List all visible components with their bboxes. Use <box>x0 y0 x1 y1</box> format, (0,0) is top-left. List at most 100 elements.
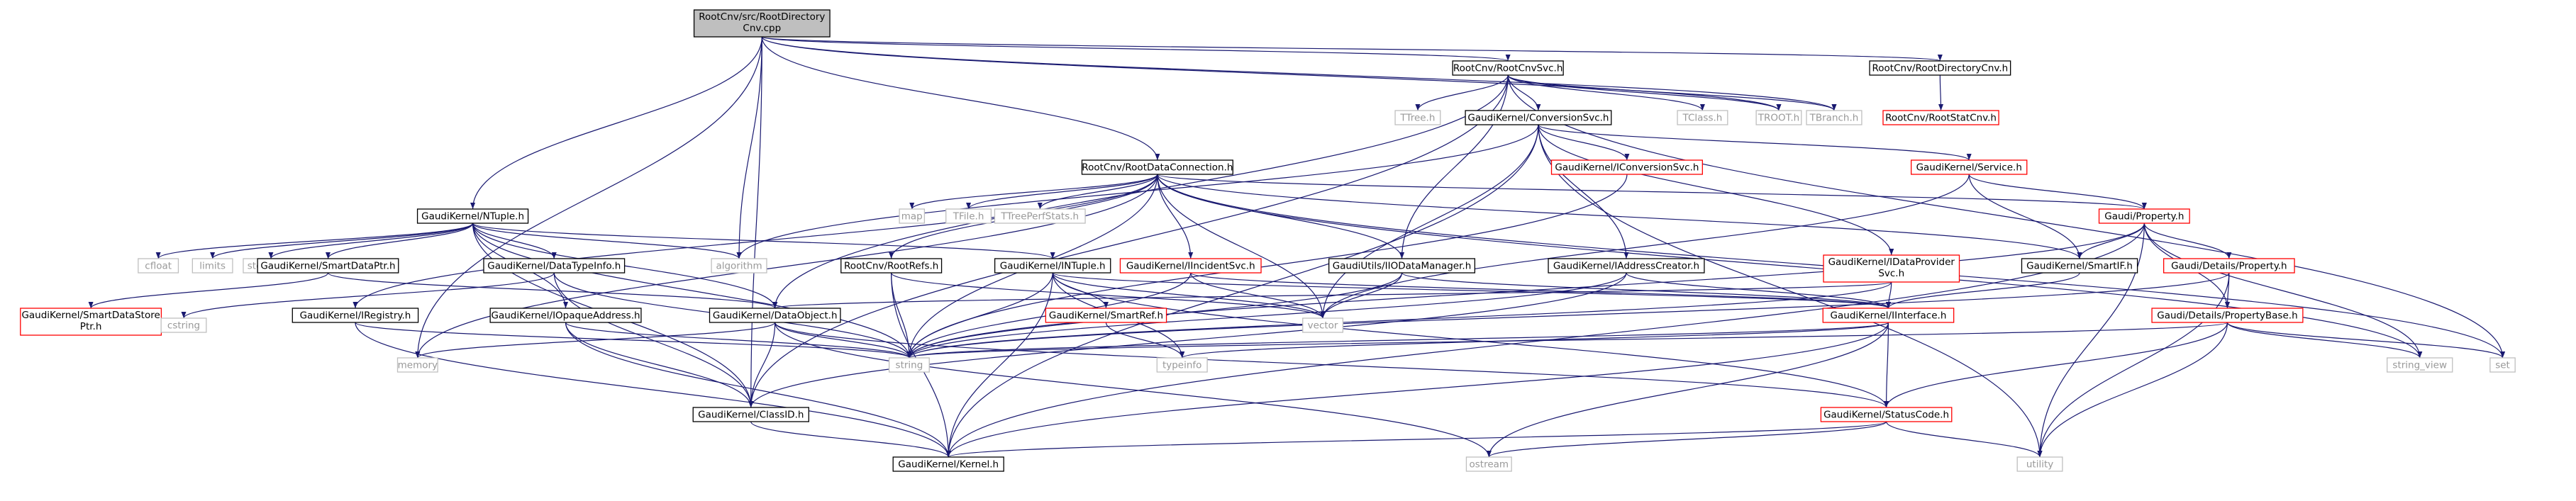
node-ttree[interactable]: TTree.h <box>1394 110 1441 125</box>
node-classID[interactable]: GaudiKernel/ClassID.h <box>692 407 809 422</box>
node-dataTypeInfo[interactable]: GaudiKernel/DataTypeInfo.h <box>483 258 626 274</box>
node-algorithm[interactable]: algorithm <box>711 258 767 274</box>
node-service[interactable]: GaudiKernel/Service.h <box>1911 159 2028 175</box>
node-iAddrCreator[interactable]: GaudiKernel/IAddressCreator.h <box>1548 258 1705 274</box>
node-smartIF[interactable]: GaudiKernel/SmartIF.h <box>2021 258 2138 274</box>
node-smartDataPtr[interactable]: GaudiKernel/SmartDataPtr.h <box>257 258 399 274</box>
node-label-iInterface-0: GaudiKernel/IInterface.h <box>1831 310 1947 322</box>
node-rootCnvSvc[interactable]: RootCnv/RootCnvSvc.h <box>1452 60 1564 76</box>
node-kernel[interactable]: GaudiKernel/Kernel.h <box>892 456 1004 472</box>
node-ttreePerf[interactable]: TTreePerfStats.h <box>994 208 1086 224</box>
node-label-troot-0: TROOT.h <box>1758 113 1799 124</box>
edge-rootCnvSvc-to-ttree <box>1417 74 1509 111</box>
edge-iInterface-to-string <box>909 322 1889 359</box>
node-set[interactable]: set <box>2489 357 2516 373</box>
node-propertyBase[interactable]: Gaudi/Details/PropertyBase.h <box>2151 308 2304 323</box>
node-stringView[interactable]: string_view <box>2387 357 2453 373</box>
node-tfile[interactable]: TFile.h <box>945 208 992 224</box>
node-rootDirCnv[interactable]: RootCnv/RootDirectoryCnv.h <box>1869 60 2011 76</box>
arrowhead-rootDataConn-to-iRegistry <box>352 302 358 308</box>
node-iRegistry[interactable]: GaudiKernel/IRegistry.h <box>292 308 419 323</box>
edge-rootCnvSvc-to-classID <box>750 74 1509 408</box>
arrowhead-rootCnvSvc-to-troot <box>1776 104 1782 111</box>
node-label-smartDataStore-0: GaudiKernel/SmartDataStore <box>21 310 160 321</box>
node-ostream[interactable]: ostream <box>1465 456 1512 472</box>
edge-conversionSvc-to-service <box>1538 124 1970 161</box>
edge-service-to-smartIF <box>1968 174 2080 259</box>
arrowhead-ntuple-to-smartDataPtr <box>325 252 331 259</box>
node-iOpaqueAddr[interactable]: GaudiKernel/IOpaqueAddress.h <box>489 308 642 323</box>
arrowhead-dataObject-to-memory <box>415 351 421 358</box>
arrowhead-ntuple-to-limits <box>210 252 216 259</box>
node-detailsProperty[interactable]: Gaudi/Details/Property.h <box>2163 258 2295 274</box>
node-label-iDataProvider-1: Svc.h <box>1878 268 1904 279</box>
node-box-iIODataMgr <box>1328 258 1476 274</box>
node-box-set <box>2489 357 2516 373</box>
node-rootStatCnv[interactable]: RootCnv/RootStatCnv.h <box>1882 110 1999 125</box>
node-rootDataConn[interactable]: RootCnv/RootDataConnection.h <box>1081 159 1233 175</box>
node-box-iIncidentSvc <box>1119 258 1262 274</box>
node-box-dataObject <box>709 308 841 323</box>
node-box-tbranch <box>1806 110 1862 125</box>
edge-dataObject-to-statusCode <box>775 322 1887 408</box>
node-box-ttree <box>1394 110 1441 125</box>
arrowhead-property-to-detailsProperty <box>2226 252 2232 259</box>
node-string[interactable]: string <box>888 357 930 373</box>
node-label-rootDataConn-0: RootCnv/RootDataConnection.h <box>1082 162 1233 174</box>
node-vector[interactable]: vector <box>1302 317 1344 333</box>
node-ntuple[interactable]: GaudiKernel/NTuple.h <box>416 208 529 224</box>
node-dataObject[interactable]: GaudiKernel/DataObject.h <box>709 308 841 323</box>
node-smartRef[interactable]: GaudiKernel/SmartRef.h <box>1045 308 1167 323</box>
edge-dataObject-to-classID <box>750 322 776 408</box>
node-box-smartIF <box>2021 258 2138 274</box>
node-typeinfo[interactable]: typeinfo <box>1156 357 1208 373</box>
arrowhead-propertyBase-to-stringView <box>2417 351 2423 358</box>
node-box-iConversionSvc <box>1550 159 1703 175</box>
node-iIncidentSvc[interactable]: GaudiKernel/IIncidentSvc.h <box>1119 258 1262 274</box>
node-iIODataMgr[interactable]: GaudiUtils/IIODataManager.h <box>1328 258 1476 274</box>
node-label-iDataProvider-0: GaudiKernel/IDataProvider <box>1828 257 1955 268</box>
arrowhead-rootDataConn-to-iIODataMgr <box>1399 252 1405 259</box>
edge-root-to-troot <box>761 36 1780 111</box>
node-limits[interactable]: limits <box>191 258 233 274</box>
edge-iRegistry-to-kernel <box>355 322 949 458</box>
node-box-ostream <box>1465 456 1512 472</box>
node-box-limits <box>191 258 233 274</box>
node-label-vector-0: vector <box>1308 320 1338 332</box>
node-iInterface[interactable]: GaudiKernel/IInterface.h <box>1822 308 1955 323</box>
node-box-typeinfo <box>1156 357 1208 373</box>
edge-conversionSvc-to-kernel <box>948 124 1539 458</box>
node-statusCode[interactable]: GaudiKernel/StatusCode.h <box>1820 407 1953 422</box>
node-tbranch[interactable]: TBranch.h <box>1806 110 1862 125</box>
graph-nodes: RootCnv/src/RootDirectoryCnv.cppRootCnv/… <box>20 9 2516 472</box>
node-intuple[interactable]: GaudiKernel/INTuple.h <box>994 258 1111 274</box>
node-rootRefs[interactable]: RootCnv/RootRefs.h <box>840 258 943 274</box>
node-tclass[interactable]: TClass.h <box>1677 110 1728 125</box>
node-label-iAddrCreator-0: GaudiKernel/IAddressCreator.h <box>1553 261 1699 272</box>
edge-iAddrCreator-to-iInterface <box>1626 272 1889 309</box>
node-box-smartRef <box>1045 308 1167 323</box>
node-label-service-0: GaudiKernel/Service.h <box>1916 162 2022 174</box>
node-label-ttreePerf-0: TTreePerfStats.h <box>1000 211 1079 223</box>
node-iConversionSvc[interactable]: GaudiKernel/IConversionSvc.h <box>1550 159 1703 175</box>
node-conversionSvc[interactable]: GaudiKernel/ConversionSvc.h <box>1465 110 1612 125</box>
node-utility[interactable]: utility <box>2016 456 2063 472</box>
node-property[interactable]: Gaudi/Property.h <box>2098 208 2190 224</box>
node-label-rootDirCnv-0: RootCnv/RootDirectoryCnv.h <box>1872 63 2009 74</box>
edge-service-to-property <box>1968 174 2145 210</box>
node-label-property-0: Gaudi/Property.h <box>2104 211 2184 223</box>
edge-dataObject-to-memory <box>417 322 776 359</box>
edge-rootDataConn-to-stringView <box>1157 174 2421 359</box>
edge-rootCnvSvc-to-tclass <box>1507 74 1704 111</box>
edge-classID-to-kernel <box>750 421 949 458</box>
node-troot[interactable]: TROOT.h <box>1755 110 1802 125</box>
edge-iAddrCreator-to-string <box>909 272 1627 359</box>
node-map[interactable]: map <box>899 208 926 224</box>
edge-property-to-detailsProperty <box>2143 223 2230 259</box>
edge-dataObject-to-string <box>775 322 910 359</box>
node-cstring[interactable]: cstring <box>160 317 207 333</box>
node-memory[interactable]: memory <box>396 357 438 373</box>
node-cfloat[interactable]: cfloat <box>138 258 179 274</box>
